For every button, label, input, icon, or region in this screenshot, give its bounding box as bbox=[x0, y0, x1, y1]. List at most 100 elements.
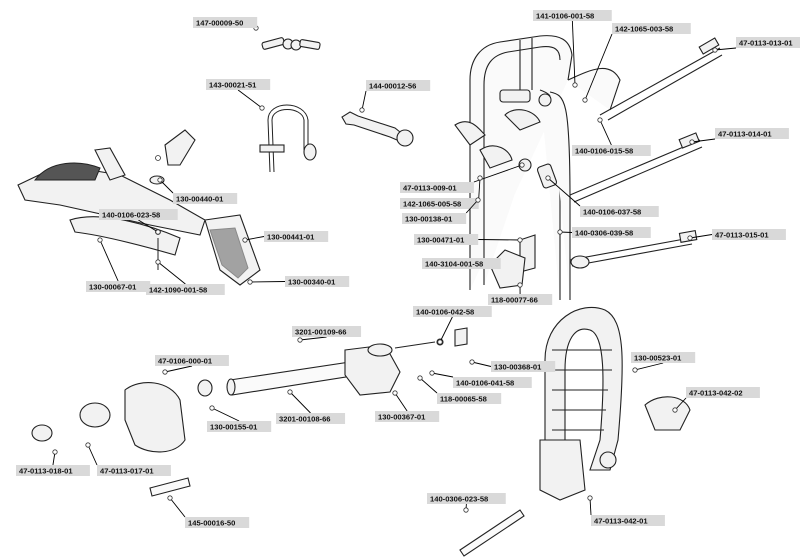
callout-dot bbox=[359, 107, 365, 113]
label-background bbox=[572, 145, 651, 156]
part-callout: 47-0113-014-01 bbox=[689, 128, 789, 145]
part-number-label: 140-0106-023-58 bbox=[102, 210, 160, 219]
part-number-label: 130-00440-01 bbox=[176, 194, 224, 203]
part-callout: 145-00016-50 bbox=[167, 495, 250, 528]
callout-leader-line bbox=[394, 392, 408, 412]
part-number-label: 130-00138-01 bbox=[405, 214, 453, 223]
callout-leader-line bbox=[634, 362, 664, 371]
part-callout: 47-0106-000-01 bbox=[155, 355, 229, 375]
callout-leader-line bbox=[689, 234, 713, 239]
part-number-label: 140-3104-001-58 bbox=[425, 259, 483, 268]
knob-parts-drawing bbox=[31, 382, 191, 497]
callout-dot bbox=[162, 369, 168, 375]
part-number-label: 118-00065-58 bbox=[440, 394, 487, 403]
callout-dot bbox=[572, 82, 578, 88]
label-background bbox=[366, 80, 431, 91]
callout-leader-line bbox=[431, 372, 454, 378]
part-callout: 47-0113-013-01 bbox=[712, 37, 800, 53]
part-number-label: 130-00155-01 bbox=[210, 422, 258, 431]
ratchet-strap-drawing bbox=[459, 306, 691, 557]
part-callout: 3201-00109-66 bbox=[292, 326, 362, 343]
label-background bbox=[414, 234, 479, 245]
wrench-drawing bbox=[341, 111, 414, 147]
callout-dot bbox=[519, 162, 525, 168]
label-background bbox=[207, 421, 272, 432]
callout-leader-line bbox=[471, 361, 492, 367]
part-callout: 140-0306-039-58 bbox=[557, 227, 651, 238]
label-background bbox=[580, 206, 659, 217]
part-callout: 141-0106-001-58 bbox=[533, 10, 612, 88]
part-callout: 130-00368-01 bbox=[469, 359, 556, 372]
callout-leader-line bbox=[164, 365, 193, 373]
label-background bbox=[533, 10, 612, 21]
callout-leader-line bbox=[361, 90, 367, 111]
label-background bbox=[413, 306, 492, 317]
callout-leader-line bbox=[691, 138, 716, 143]
part-callout: 144-00012-56 bbox=[359, 80, 431, 113]
callout-dot bbox=[689, 139, 695, 145]
callout-leader-line bbox=[159, 179, 174, 194]
label-background bbox=[453, 377, 532, 388]
callout-dot bbox=[545, 175, 551, 181]
label-background bbox=[155, 355, 229, 366]
label-background bbox=[146, 284, 225, 295]
part-callout: 130-00138-01 bbox=[402, 197, 481, 224]
callout-dot bbox=[672, 407, 678, 413]
part-number-label: 143-00021-51 bbox=[209, 80, 257, 89]
callout-dot bbox=[437, 339, 443, 345]
part-number-label: 47-0113-014-01 bbox=[718, 129, 772, 138]
callout-leader-line bbox=[419, 377, 438, 394]
callout-dot bbox=[475, 197, 481, 203]
callout-dot bbox=[582, 97, 588, 103]
callout-leader-line bbox=[249, 281, 286, 283]
label-background bbox=[402, 213, 467, 224]
callout-dot bbox=[167, 495, 173, 501]
label-background bbox=[631, 352, 696, 363]
callout-leader-line bbox=[465, 199, 479, 214]
part-number-label: 130-00367-01 bbox=[378, 412, 426, 421]
part-callout: 47-0113-042-02 bbox=[672, 387, 760, 413]
part-callout: 130-00441-01 bbox=[242, 231, 329, 243]
callout-dot bbox=[259, 105, 265, 111]
part-callout: 130-00067-01 bbox=[86, 237, 151, 292]
part-number-label: 130-00441-01 bbox=[267, 232, 315, 241]
callout-leader-line bbox=[169, 497, 186, 518]
part-number-label: 130-00067-01 bbox=[89, 282, 137, 291]
label-background bbox=[488, 294, 553, 305]
part-callout: 143-00021-51 bbox=[206, 79, 271, 111]
part-number-label: 140-0106-042-58 bbox=[416, 307, 474, 316]
part-number-label: 140-0106-015-58 bbox=[575, 146, 633, 155]
part-number-label: 140-0306-039-58 bbox=[575, 228, 633, 237]
label-background bbox=[491, 361, 556, 372]
callout-leader-line bbox=[244, 236, 265, 241]
crossbar-drawing bbox=[197, 327, 468, 397]
part-callout: 140-0106-037-58 bbox=[545, 175, 659, 217]
callout-dot bbox=[517, 282, 523, 288]
part-callout: 130-00523-01 bbox=[631, 352, 696, 373]
callout-dot bbox=[209, 405, 215, 411]
callout-dot bbox=[392, 390, 398, 396]
callout-dot bbox=[242, 237, 248, 243]
part-number-label: 142-1090-001-58 bbox=[149, 285, 207, 294]
callout-leader-line bbox=[87, 444, 98, 466]
callout-leader-line bbox=[714, 47, 737, 51]
callout-leader-line bbox=[211, 407, 240, 422]
part-number-label: 47-0106-000-01 bbox=[158, 356, 213, 365]
part-callout: 47-0113-015-01 bbox=[687, 229, 786, 241]
part-number-label: 47-0113-017-01 bbox=[100, 466, 154, 475]
part-callout: 130-00367-01 bbox=[375, 390, 440, 422]
part-callout: 140-3104-001-58 bbox=[422, 258, 501, 269]
callout-leader-line bbox=[584, 33, 613, 101]
callout-dot bbox=[687, 235, 693, 241]
part-number-label: 141-0106-001-58 bbox=[536, 11, 594, 20]
part-callout: 140-0306-023-58 bbox=[427, 493, 506, 513]
label-background bbox=[591, 515, 665, 526]
part-callout: 140-0106-015-58 bbox=[572, 117, 651, 156]
label-background bbox=[715, 128, 789, 139]
part-callout: 118-00077-66 bbox=[488, 282, 553, 305]
callout-leader-line bbox=[289, 391, 311, 414]
part-number-label: 47-0113-018-01 bbox=[19, 466, 73, 475]
